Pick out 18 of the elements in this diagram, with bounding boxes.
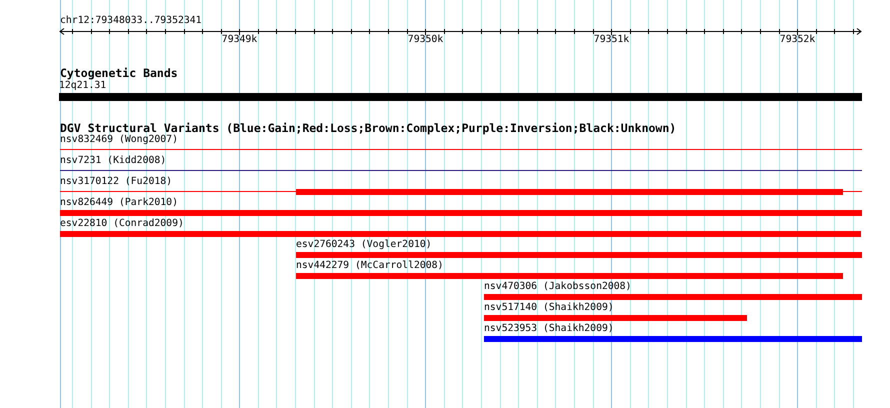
- variant-label: esv2760243 (Vogler2010): [296, 239, 432, 251]
- ruler-tick-label: 79351k: [594, 34, 630, 46]
- ruler-tick-label: 79352k: [780, 34, 816, 46]
- ruler-tick-label: 79349k: [222, 34, 258, 46]
- track-title: DGV Structural Variants (Blue:Gain;Red:Loss;Brown:Complex;Purple:Inversion;Black:Unknown): [60, 122, 676, 135]
- variant-label: nsv523953 (Shaikh2009): [484, 323, 614, 335]
- track-title: Cytogenetic Bands: [60, 67, 178, 80]
- ruler-tick-label: 79350k: [408, 34, 444, 46]
- variant-label: nsv832469 (Wong2007): [60, 134, 178, 146]
- band-label: 12q21.31: [59, 80, 106, 92]
- variant-label: nsv826449 (Park2010): [60, 197, 178, 209]
- variant-label: nsv7231 (Kidd2008): [60, 155, 166, 167]
- variant-label: nsv442279 (McCarroll2008): [296, 260, 444, 272]
- variant-label: nsv3170122 (Fu2018): [60, 176, 172, 188]
- variant-label: nsv470306 (Jakobsson2008): [484, 281, 632, 293]
- variant-label: esv22810 (Conrad2009): [60, 218, 184, 230]
- coordinate-range-label: chr12:79348033..79352341: [60, 15, 202, 27]
- variant-label: nsv517140 (Shaikh2009): [484, 302, 614, 314]
